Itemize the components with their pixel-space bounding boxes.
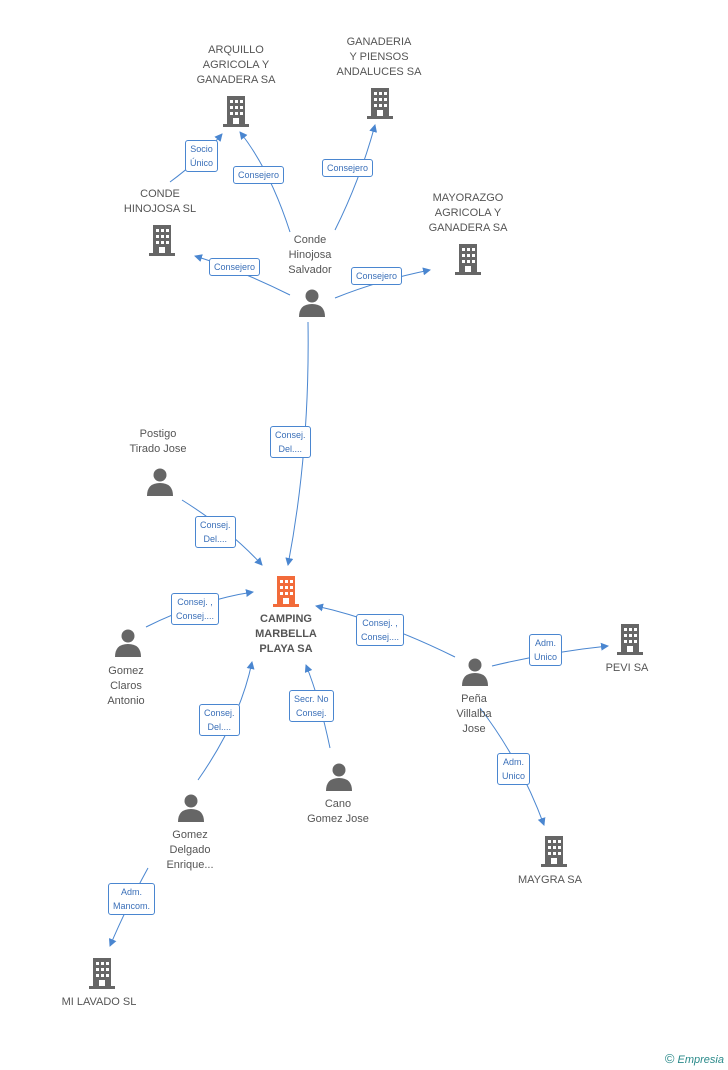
company-label-pevi: PEVI SA bbox=[605, 662, 649, 674]
edge-label-consejero: Consejero bbox=[209, 258, 261, 276]
person-icon[interactable] bbox=[461, 657, 489, 692]
brand-watermark: © Empresia bbox=[665, 1051, 724, 1066]
building-icon[interactable] bbox=[453, 242, 483, 281]
copyright-icon: © bbox=[664, 1051, 675, 1066]
brand-name: Empresia bbox=[677, 1054, 724, 1066]
person-icon[interactable] bbox=[114, 628, 142, 663]
building-icon[interactable] bbox=[365, 86, 395, 125]
edge-label-consejero: Consejero bbox=[233, 166, 285, 184]
edge-label-consej-del: Consej. Del.... bbox=[195, 516, 236, 548]
edge-label-adm-unico: Adm. Unico bbox=[529, 634, 563, 666]
person-icon[interactable] bbox=[177, 793, 205, 828]
person-label-pena: Peña Villalba Jose bbox=[456, 693, 492, 735]
company-label-milavado: MI LAVADO SL bbox=[61, 996, 137, 1008]
building-icon[interactable] bbox=[221, 94, 251, 133]
company-label-ganaderia: GANADERIA Y PIENSOS ANDALUCES SA bbox=[336, 36, 422, 78]
edge-label-secr-no-consej: Secr. No Consej. bbox=[289, 690, 334, 722]
building-icon[interactable] bbox=[615, 622, 645, 661]
person-label-postigo: Postigo Tirado Jose bbox=[129, 428, 187, 455]
edge-label-consejero: Consejero bbox=[322, 159, 374, 177]
person-icon[interactable] bbox=[298, 288, 326, 323]
main-company-icon[interactable] bbox=[271, 574, 301, 613]
person-label-conde: Conde Hinojosa Salvador bbox=[288, 234, 332, 276]
company-label-maygra: MAYGRA SA bbox=[518, 874, 582, 886]
person-label-gomez-delgado: Gomez Delgado Enrique... bbox=[166, 829, 214, 871]
building-icon[interactable] bbox=[539, 834, 569, 873]
edge-label-adm-mancom: Adm. Mancom. bbox=[108, 883, 156, 915]
person-label-cano: Cano Gomez Jose bbox=[307, 798, 369, 825]
person-icon[interactable] bbox=[146, 467, 174, 502]
edge-label-adm-unico: Adm. Unico bbox=[497, 753, 531, 785]
edge-label-consej-del: Consej. Del.... bbox=[270, 426, 311, 458]
company-label-conde-hinojosa-sl: CONDE HINOJOSA SL bbox=[123, 188, 197, 215]
edge-label-consej-del: Consej. Del.... bbox=[199, 704, 240, 736]
building-icon[interactable] bbox=[147, 223, 177, 262]
edge-label-consej-consej: Consej. , Consej.... bbox=[356, 614, 405, 646]
main-company-label[interactable]: CAMPING MARBELLA PLAYA SA bbox=[255, 613, 317, 655]
company-label-arquillo: ARQUILLO AGRICOLA Y GANADERA SA bbox=[196, 44, 276, 86]
person-icon[interactable] bbox=[325, 762, 353, 797]
edge-label-socio-unico: Socio Único bbox=[185, 140, 219, 172]
edge-conde-ganaderia bbox=[334, 124, 378, 231]
person-label-gomez-claros: Gomez Claros Antonio bbox=[107, 665, 145, 707]
company-label-mayorazgo: MAYORAZGO AGRICOLA Y GANADERA SA bbox=[428, 192, 508, 234]
edge-label-consej-consej: Consej. , Consej.... bbox=[171, 593, 220, 625]
edge-label-consejero: Consejero bbox=[351, 267, 403, 285]
building-icon[interactable] bbox=[87, 956, 117, 995]
